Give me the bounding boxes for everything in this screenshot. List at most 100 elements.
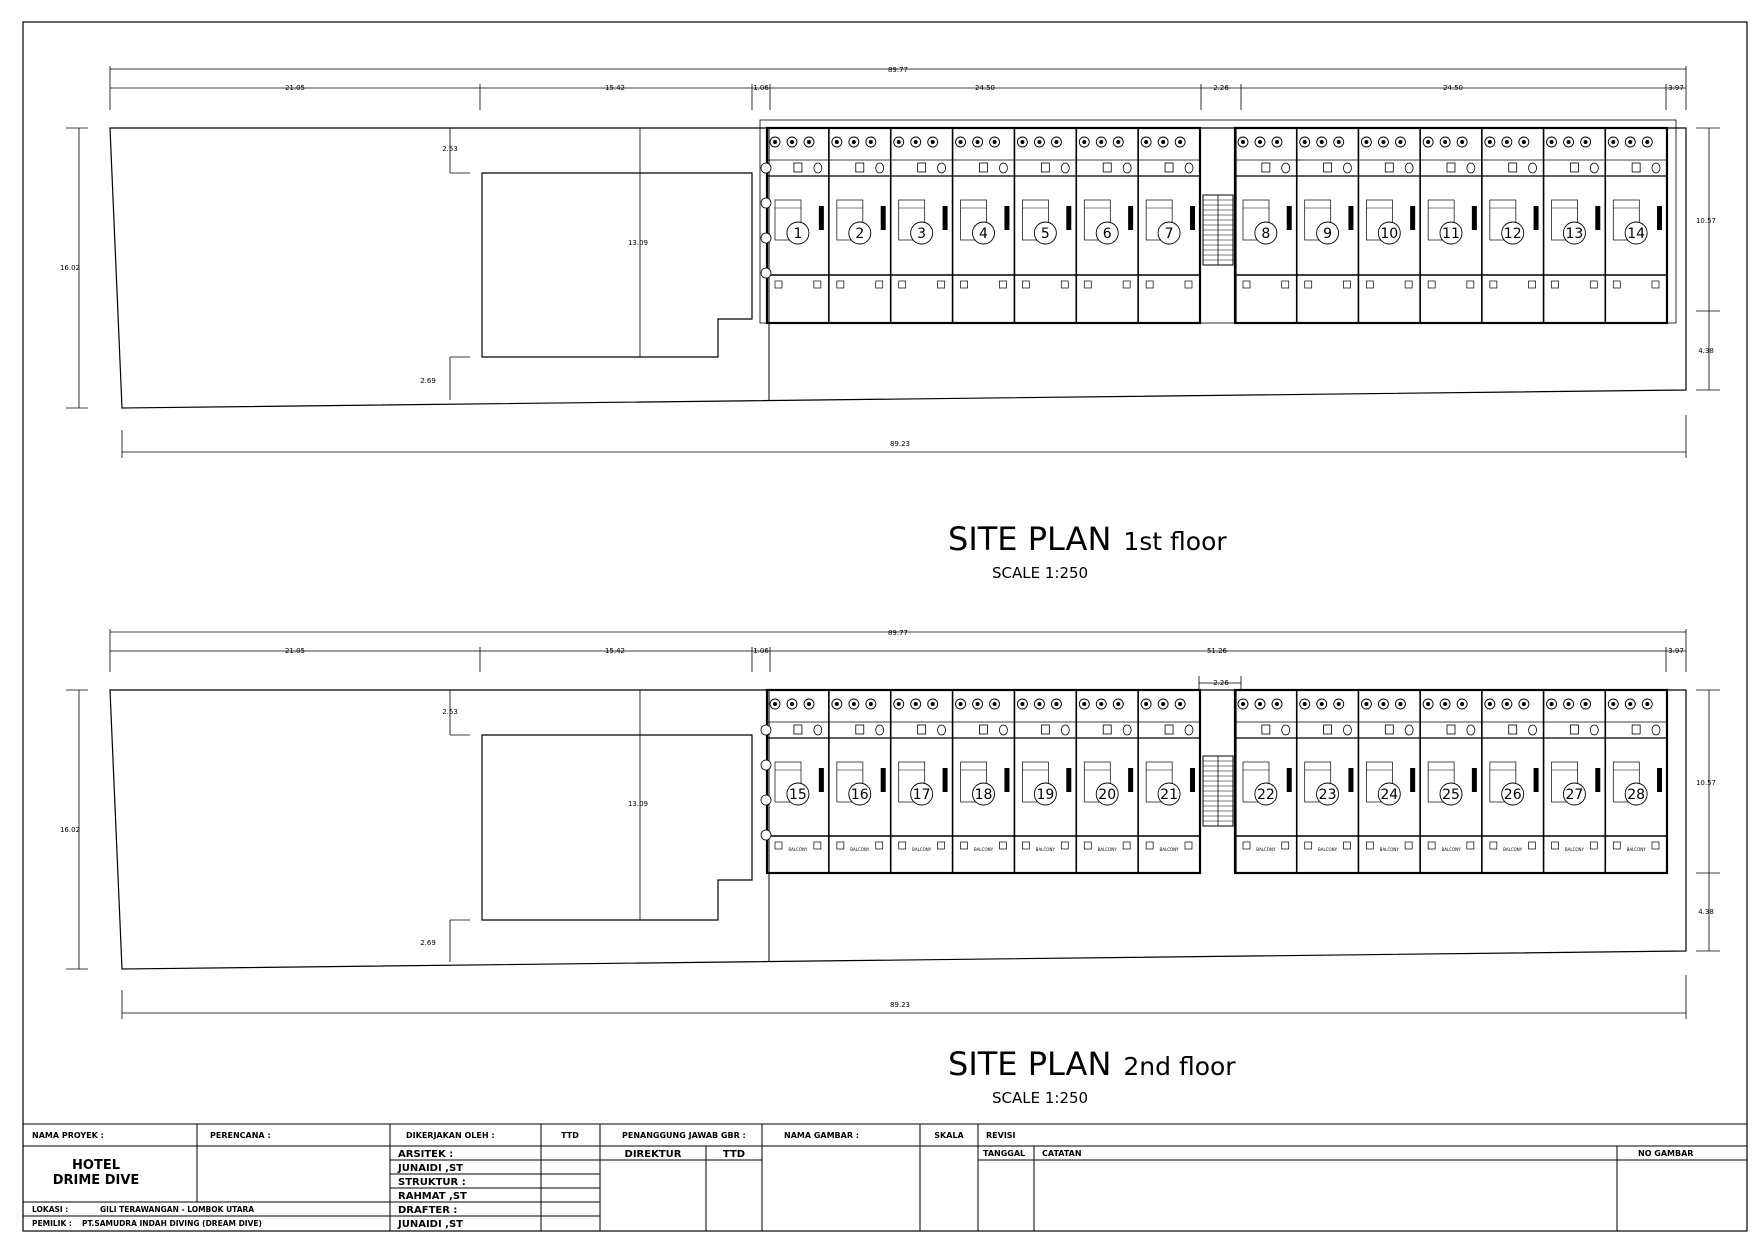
room-number: 23: [1319, 787, 1337, 803]
room-number-bubble: [1624, 221, 1648, 245]
hotel-room: 8: [1235, 136, 1297, 289]
room-number-bubble: [1377, 221, 1401, 245]
hotel-room: 13: [1542, 128, 1606, 323]
right-dimensions: [1696, 127, 1720, 391]
sheet-border: [22, 21, 1748, 1232]
room-number: 24: [1380, 787, 1398, 803]
room-number-bubble: [1033, 221, 1057, 245]
dim-setback-bottom: 2.69: [420, 939, 436, 947]
plan-scale: SCALE 1:250: [992, 564, 1088, 582]
room-number-bubble: [1254, 782, 1278, 806]
room-number-bubble: [1254, 221, 1278, 245]
room-number: 15: [789, 787, 807, 803]
room-number: 5: [1041, 226, 1050, 242]
room-number-bubble: [910, 221, 934, 245]
grid-marker: [760, 724, 772, 736]
room-number-bubble: [1439, 221, 1463, 245]
hotel-room: 12: [1481, 128, 1544, 323]
nama-gambar-label: NAMA GAMBAR :: [784, 1131, 859, 1140]
balcony-label: BALCONY: [788, 847, 808, 852]
balcony-label: BALCONY: [1160, 847, 1180, 852]
dim-seg2: 15.42: [605, 647, 625, 655]
hotel-room: 3: [889, 128, 953, 323]
hotel-room: 11: [1419, 128, 1482, 323]
project-name-line1: HOTEL: [72, 1158, 120, 1173]
room-number-bubble: [1095, 782, 1119, 806]
balcony-label: BALCONY: [974, 847, 994, 852]
dim-inner-height: 13.09: [628, 239, 648, 247]
room-number-bubble: [1316, 782, 1340, 806]
arsitek-name: JUNAIDI ,ST: [397, 1163, 463, 1174]
hotel-footprint: [759, 119, 1677, 324]
pemilik-value: PT.SAMUDRA INDAH DIVING (DREAM DIVE): [82, 1219, 262, 1228]
grid-marker: [760, 197, 772, 209]
room-number: 27: [1566, 787, 1584, 803]
dim-total-top: 89.77: [888, 629, 908, 637]
hotel-room: 2: [828, 128, 891, 323]
site-boundary: [109, 127, 1687, 409]
balcony-label: BALCONY: [1098, 847, 1118, 852]
left-dimensions: [66, 689, 641, 970]
room-number: 3: [917, 226, 926, 242]
dim-seg3: 1.06: [753, 647, 769, 655]
wing-outline: [1233, 126, 1669, 325]
drafter-name: JUNAIDI ,ST: [397, 1219, 463, 1230]
room-number: 18: [975, 787, 993, 803]
room-number: 12: [1504, 226, 1522, 242]
no-gambar-label: NO GAMBAR: [1638, 1149, 1693, 1158]
hotel-room: 9: [1295, 128, 1359, 323]
bottom-dimension: [121, 415, 1687, 458]
direktur-label: DIREKTUR: [625, 1149, 682, 1160]
room-number: 7: [1165, 226, 1174, 242]
room-number: 20: [1098, 787, 1116, 803]
room-number-bubble: [1624, 782, 1648, 806]
dim-seg4: 24.50: [975, 84, 995, 92]
room-number: 16: [851, 787, 869, 803]
room-number-bubble: [848, 782, 872, 806]
grid-marker: [760, 162, 772, 174]
dim-inner-height: 13.09: [628, 800, 648, 808]
site-boundary: [109, 689, 1687, 970]
room-number: 8: [1261, 226, 1270, 242]
hotel-room: 14: [1604, 128, 1667, 323]
site-plan-1st-floor: 89.77 21.05 15.42 1.06 24.50 2.26 24.50 …: [60, 66, 1720, 582]
tanggal-label: TANGGAL: [983, 1149, 1025, 1158]
grid-marker: [760, 829, 772, 841]
balcony-label: BALCONY: [1627, 847, 1647, 852]
pemilik-label: PEMILIK :: [32, 1219, 72, 1228]
room-number: 10: [1380, 226, 1398, 242]
dim-height-left: 16.02: [60, 826, 80, 834]
hotel-room: 5: [1013, 128, 1077, 323]
room-number-bubble: [1033, 782, 1057, 806]
room-number: 19: [1036, 787, 1054, 803]
dim-seg3: 1.06: [753, 84, 769, 92]
grid-marker: [760, 794, 772, 806]
dim-seg2: 15.42: [605, 84, 625, 92]
room-number-bubble: [1562, 221, 1586, 245]
grid-marker: [760, 232, 772, 244]
hotel-room: 10: [1357, 128, 1421, 323]
balcony-label: BALCONY: [912, 847, 932, 852]
existing-building: [481, 734, 753, 921]
left-dimensions: [66, 127, 641, 409]
balcony-label: BALCONY: [1036, 847, 1056, 852]
room-number: 13: [1566, 226, 1584, 242]
dim-total-bottom: 89.23: [890, 440, 910, 448]
balcony-label: BALCONY: [1256, 847, 1276, 852]
room-number-bubble: [848, 221, 872, 245]
room-number-bubble: [910, 782, 934, 806]
room-wings: 15BALCONY16BALCONY17BALCONY18BALCONY19BA…: [760, 688, 1669, 875]
room-number: 11: [1442, 226, 1460, 242]
hotel-room: 1: [767, 136, 829, 289]
dim-setback-top: 2.53: [442, 708, 458, 716]
struktur-label: STRUKTUR :: [398, 1177, 466, 1188]
dim-total-top: 89.77: [888, 66, 908, 74]
room-number-bubble: [1095, 221, 1119, 245]
